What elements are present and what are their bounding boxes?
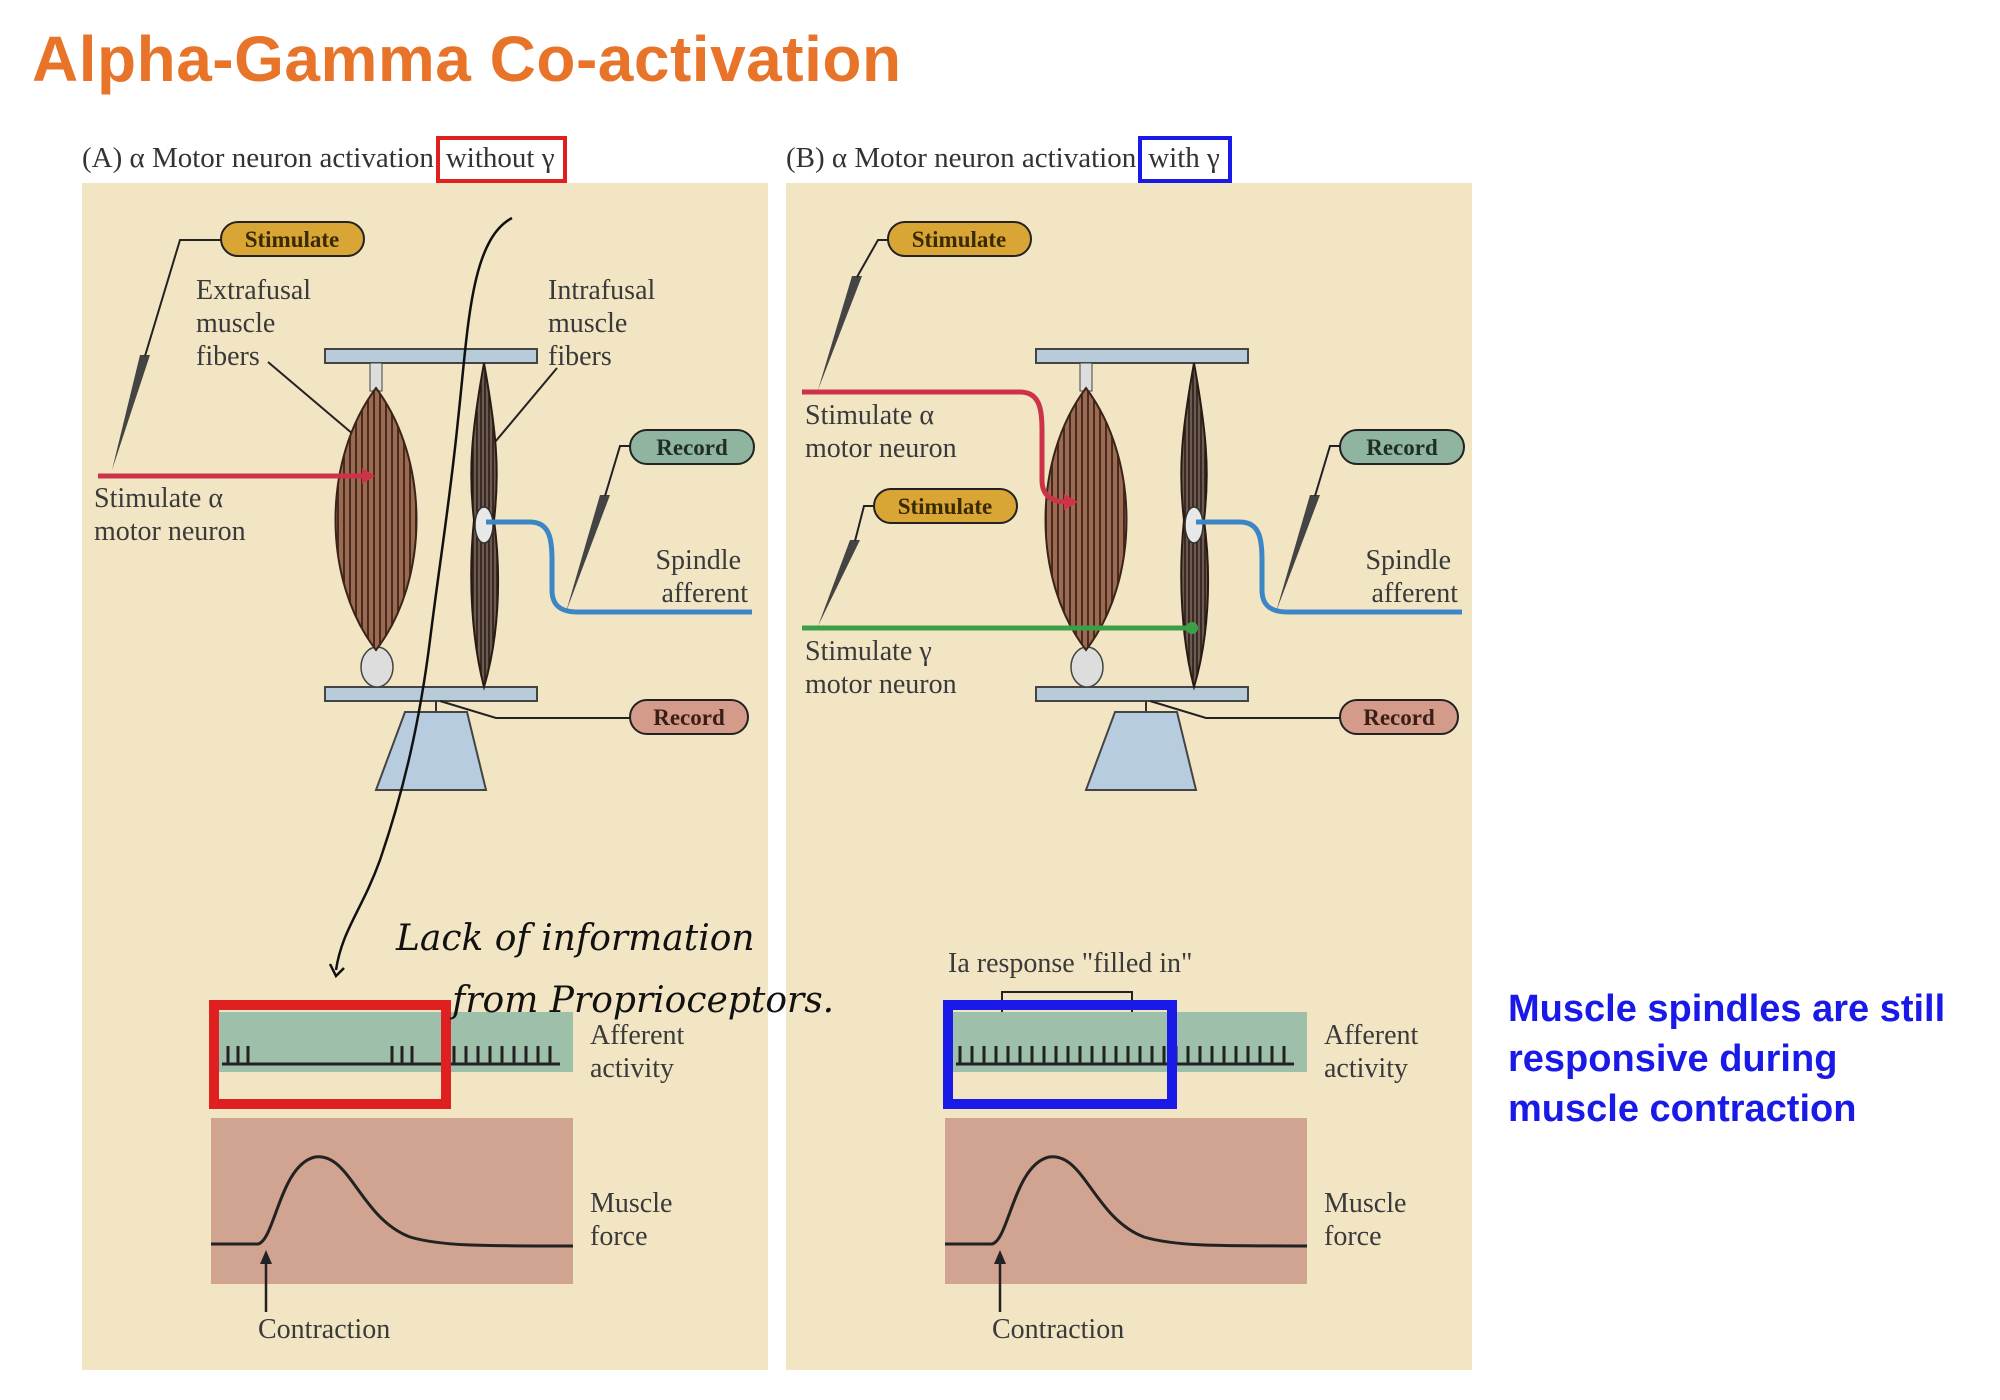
panel-a-force-curve: [211, 1155, 574, 1248]
panel-a-stimulate-alpha-label: Stimulate α motor neuron: [94, 483, 246, 547]
panel-b-diagram: Stimulate Stimulate α motor neuron Stimu…: [802, 221, 1465, 1345]
panel-a-stimulate-electrode: [112, 239, 224, 470]
panel-b-bottom-bar: [1035, 686, 1249, 702]
handwritten-note: Lack of information from Proprioceptors.: [395, 918, 834, 1021]
panel-a-stimulate-pill: Stimulate: [220, 221, 365, 257]
panel-a-record-pill-top: Record: [629, 429, 755, 465]
page-title: Alpha-Gamma Co-activation: [32, 23, 902, 95]
panel-b-record-pill-top: Record: [1339, 429, 1465, 465]
panel-a-intrafusal-label: Intrafusal muscle fibers: [548, 275, 662, 372]
panel-b-spindle-afferent-nerve: [1196, 519, 1462, 615]
panel-a-diagram: Stimulate Extrafusal muscle fibers Intra…: [94, 221, 755, 1345]
panel-a-bottom-bar: [324, 686, 538, 702]
panel-b-highlight-box: [943, 1000, 1177, 1109]
panel-a-force-label: Muscle force: [590, 1188, 679, 1252]
side-note: Muscle spindles are still responsive dur…: [1508, 988, 1946, 1130]
panel-a-caption-text: (A) α Motor neuron activation: [82, 142, 434, 174]
panel-b-extrafusal-muscle: [1044, 386, 1128, 652]
panel-b-alpha-nerve: [802, 389, 1069, 505]
panel-b-weight: [1084, 711, 1198, 791]
panel-b-top-bar: [1035, 348, 1249, 364]
panel-a-weight: [374, 711, 488, 791]
panel-b-gamma-electrode: [818, 540, 860, 626]
panel-a-afferent-spikes: [226, 1046, 552, 1064]
panel-b-stimulate-pill-gamma: Stimulate: [873, 488, 1018, 524]
panel-b-force-trace: [945, 1118, 1307, 1284]
panel-b-force-label: Muscle force: [1324, 1188, 1413, 1252]
panel-a-record-electrode-top: [566, 495, 610, 612]
panel-a-top-bar: [324, 348, 538, 364]
panel-b-afferent-label: Afferent activity: [1324, 1020, 1425, 1084]
panel-b-stimulate-gamma-label: Stimulate γ motor neuron: [805, 636, 957, 700]
panel-a-stimulate-label: Stimulate: [245, 227, 340, 252]
panel-b-record-pill-bottom: Record: [1339, 699, 1459, 735]
svg-text:Record: Record: [1363, 705, 1435, 730]
panel-a-extrafusal-label: Extrafusal muscle fibers: [196, 275, 318, 372]
svg-text:Record: Record: [653, 705, 725, 730]
panel-b-caption-text: (B) α Motor neuron activation: [786, 142, 1137, 174]
panel-b-stimulate-electrode: [818, 276, 862, 390]
panel-b-record-electrode-top: [1276, 495, 1320, 612]
panel-a-spindle-afferent-nerve: [486, 519, 752, 615]
panel-a-extrafusal-muscle: [334, 386, 418, 652]
panel-b-caption-highlight: with γ: [1138, 136, 1232, 183]
panel-b-contraction-label: Contraction: [992, 1314, 1124, 1345]
svg-text:Record: Record: [1366, 435, 1438, 460]
panel-a-highlight-box: [209, 1000, 451, 1109]
svg-text:Record: Record: [656, 435, 728, 460]
panel-b-force-curve: [945, 1155, 1308, 1248]
handwritten-pointer-line: [334, 216, 513, 971]
panel-a-spindle-label: Spindle afferent: [655, 545, 748, 609]
panel-a-afferent-label: Afferent activity: [590, 1020, 691, 1084]
svg-text:Stimulate: Stimulate: [898, 494, 993, 519]
panel-b-ia-response-label: Ia response "filled in": [948, 948, 1192, 979]
panel-a-record-pill-bottom: Record: [629, 699, 749, 735]
svg-text:Stimulate: Stimulate: [912, 227, 1007, 252]
panel-b-stimulate-pill-top: Stimulate: [887, 221, 1032, 257]
panel-b-spindle-label: Spindle afferent: [1365, 545, 1458, 609]
panel-b-stimulate-alpha-label: Stimulate α motor neuron: [805, 400, 957, 464]
panel-a-caption-highlight: without γ: [435, 136, 567, 183]
panel-a-force-trace: [211, 1118, 573, 1284]
panel-a-contraction-label: Contraction: [258, 1314, 390, 1345]
